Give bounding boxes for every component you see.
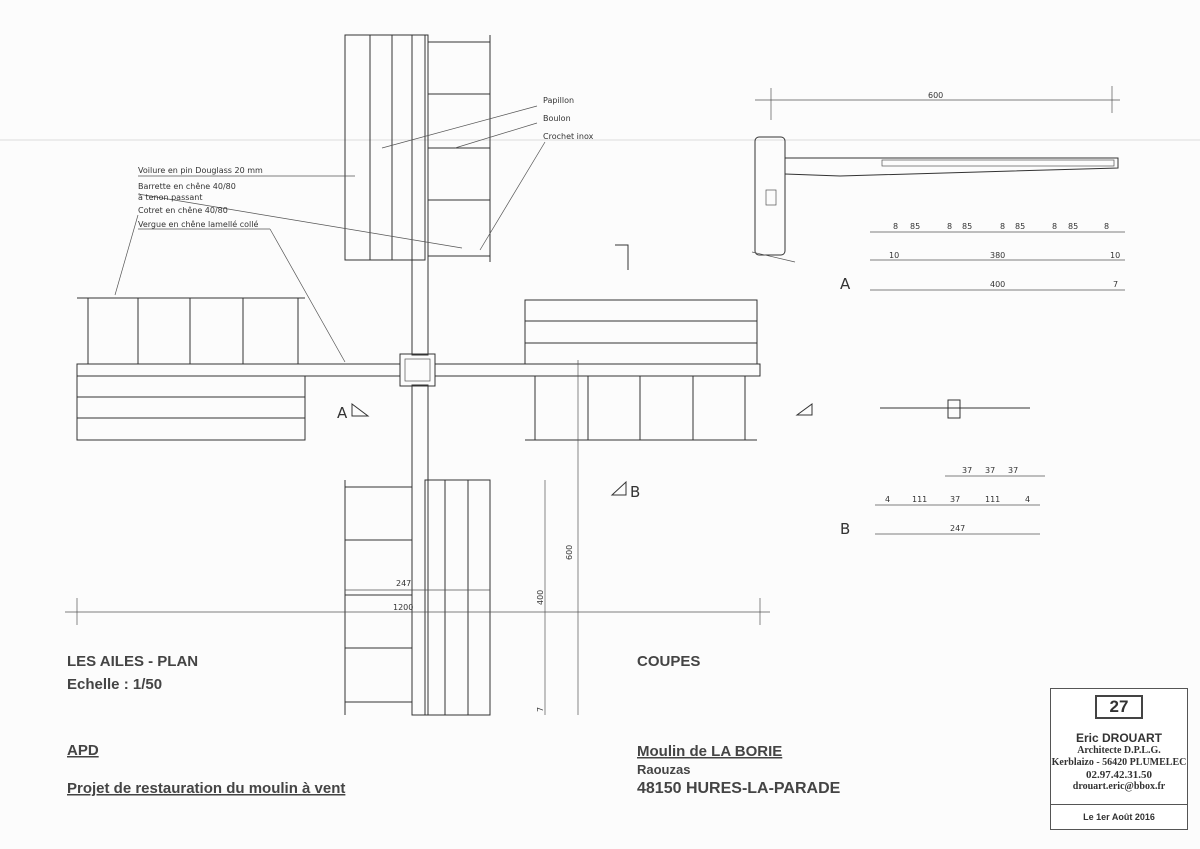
dimension-label: 10 xyxy=(1110,251,1120,260)
label-boulon: Boulon xyxy=(543,114,571,123)
label-papillon: Papillon xyxy=(543,96,574,105)
dimension-label: 85 xyxy=(910,222,920,231)
plan-title: LES AILES - PLAN xyxy=(67,653,198,670)
drawing-date: Le 1er Août 2016 xyxy=(1051,804,1187,829)
dim-7: 7 xyxy=(536,707,545,712)
dimension-label: 400 xyxy=(990,280,1005,289)
dimension-label: 8 xyxy=(1104,222,1109,231)
dimension-label: 247 xyxy=(950,524,965,533)
dimension-label: 37 xyxy=(1008,466,1018,475)
architect-phone: 02.97.42.31.50 xyxy=(1086,769,1152,781)
label-barrette: Barrette en chêne 40/80 xyxy=(138,181,236,191)
dimension-label: 380 xyxy=(990,251,1005,260)
vertical-spar xyxy=(411,34,429,716)
dimension-label: 4 xyxy=(1025,495,1030,504)
top-wing xyxy=(344,34,491,262)
architect-address: Kerblaizo - 56420 PLUMELEC xyxy=(1051,757,1187,768)
plan-dimensions: 247 1200 400 600 7 xyxy=(65,360,770,715)
sections-title: COUPES xyxy=(637,653,700,670)
sheet-number: 27 xyxy=(1095,695,1143,719)
section-b: 37 37 37 4 111 37 111 4 247 B xyxy=(840,399,1045,538)
section-arrow-icons xyxy=(351,244,813,496)
architect-qualification: Architecte D.P.L.G. xyxy=(1077,745,1161,756)
label-crochet: Crochet inox xyxy=(543,132,594,141)
dimension-label: 85 xyxy=(1015,222,1025,231)
section-a-label: A xyxy=(840,275,851,293)
project-place: Raouzas xyxy=(637,762,690,777)
project-phase: APD xyxy=(67,742,99,759)
dimension-label: 37 xyxy=(950,495,960,504)
section-a: 600 8 85 8 85 8 85 8 85 8 10 380 10 400 7 A xyxy=(751,86,1125,293)
dimension-label: 111 xyxy=(985,495,1000,504)
left-wing xyxy=(76,297,306,441)
dimension-label: 111 xyxy=(912,495,927,504)
dim-600: 600 xyxy=(565,545,574,560)
label-cotret: Cotret en chêne 40/80 xyxy=(138,205,228,215)
dim-400: 400 xyxy=(536,590,545,605)
dimension-label: 7 xyxy=(1113,280,1118,289)
project-description: Projet de restauration du moulin à vent xyxy=(67,780,345,797)
leader-texts: Papillon Boulon Crochet inox Voilure en … xyxy=(138,96,594,229)
right-wing xyxy=(524,299,758,441)
project-city: 48150 HURES-LA-PARADE xyxy=(637,780,841,797)
dim-1200: 1200 xyxy=(393,603,413,612)
dimension-label: 4 xyxy=(885,495,890,504)
architect-email: drouart.eric@bbox.fr xyxy=(1072,781,1166,792)
section-b-label: B xyxy=(840,520,850,538)
dimension-label: 85 xyxy=(1068,222,1078,231)
dimension-label: 8 xyxy=(1052,222,1057,231)
title-block: 27 Eric DROUART Architecte D.P.L.G. Kerb… xyxy=(1050,688,1188,830)
project-name: Moulin de LA BORIE xyxy=(637,743,782,760)
section-mark-b: B xyxy=(630,483,640,501)
dimension-label: 8 xyxy=(947,222,952,231)
label-barrette-2: à tenon passant xyxy=(138,193,203,202)
horizontal-spar xyxy=(76,363,761,377)
plan-scale: Echelle : 1/50 xyxy=(67,676,162,693)
label-voilure: Voilure en pin Douglass 20 mm xyxy=(138,166,263,175)
leader-lines xyxy=(114,105,546,363)
label-vergue: Vergue en chêne lamellé collé xyxy=(138,219,258,229)
dim-a-600: 600 xyxy=(928,91,943,100)
dimension-label: 8 xyxy=(1000,222,1005,231)
dimension-label: 8 xyxy=(893,222,898,231)
dimension-label: 37 xyxy=(985,466,995,475)
dim-247: 247 xyxy=(396,579,411,588)
section-mark-a: A xyxy=(337,404,348,422)
dimension-label: 10 xyxy=(889,251,899,260)
dimension-label: 85 xyxy=(962,222,972,231)
architect-name: Eric DROUART xyxy=(1075,731,1162,745)
bottom-wing xyxy=(344,479,491,716)
dimension-label: 37 xyxy=(962,466,972,475)
